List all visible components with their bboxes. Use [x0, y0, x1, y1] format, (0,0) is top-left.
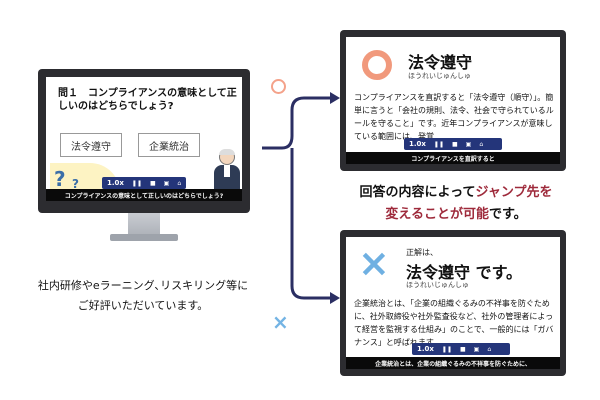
- wrong-answer-screen: × 正解は、 法令遵守 です。 ほうれいじゅんしゅ 企業統治とは、「企業の組織ぐ…: [346, 237, 560, 369]
- quiz-monitor: 問１ コンプライアンスの意味として正しいのはどちらでしょう? 法令遵守 企業統治…: [38, 69, 250, 213]
- home-icon[interactable]: ⌂: [487, 345, 492, 353]
- stop-icon[interactable]: ■: [451, 140, 458, 148]
- home-icon[interactable]: ⌂: [479, 140, 484, 148]
- quiz-screen: 問１ コンプライアンスの意味として正しいのはどちらでしょう? 法令遵守 企業統治…: [46, 77, 242, 201]
- usage-caption-line2: ご好評いただいています。: [77, 299, 209, 312]
- answer-term: 法令遵守: [408, 53, 473, 72]
- video-player-controls: 1.0x ❚❚ ■ ▣ ⌂: [404, 138, 502, 150]
- pause-icon[interactable]: ❚❚: [433, 140, 444, 148]
- choice-b-button[interactable]: 企業統治: [138, 133, 200, 157]
- fullscreen-icon[interactable]: ▣: [163, 179, 170, 187]
- subtitle-caption: コンプライアンスを直訳すると: [346, 152, 560, 164]
- quiz-question: 問１ コンプライアンスの意味として正しいのはどちらでしょう?: [58, 88, 237, 112]
- subtitle-caption: 企業統治とは、企業の組織ぐるみの不祥事を防ぐために、: [346, 357, 560, 369]
- fullscreen-icon[interactable]: ▣: [473, 345, 480, 353]
- playback-speed-button[interactable]: 1.0x: [107, 179, 124, 187]
- jump-description: 回答の内容によってジャンプ先を 変えることが可能です。: [346, 182, 566, 226]
- jump-text-highlight1: ジャンプ先を: [475, 185, 553, 200]
- correct-circle-icon: [271, 79, 286, 94]
- jump-text-part1: 回答の内容によって: [359, 185, 476, 200]
- subtitle-caption: コンプライアンスの意味として正しいのはどちらでしょう?: [46, 189, 242, 201]
- video-player-controls: 1.0x ❚❚ ■ ▣ ⌂: [102, 177, 186, 189]
- fullscreen-icon[interactable]: ▣: [465, 140, 472, 148]
- question-mark-icon: ?: [72, 177, 79, 191]
- answer-explanation: 企業統治とは、「企業の組織ぐるみの不祥事を防ぐために、社外取締役や社外監査役など…: [354, 299, 554, 347]
- correct-answer-screen: 法令遵守 ほうれいじゅんしゅ コンプライアンスを直訳すると「法令遵守（順守）」。…: [346, 37, 560, 164]
- playback-speed-button[interactable]: 1.0x: [409, 140, 426, 148]
- answer-explanation: コンプライアンスを直訳すると「法令遵守（順守）」。簡単に言うと「会社の規則、法令…: [354, 93, 554, 141]
- answer-term-text: 法令遵守: [406, 263, 471, 282]
- home-icon[interactable]: ⌂: [177, 179, 182, 187]
- answer-reading: ほうれいじゅんしゅ: [408, 72, 471, 80]
- jump-text-highlight2: 変えることが可能: [385, 207, 489, 222]
- question-mark-icon: ?: [54, 167, 66, 191]
- wrong-cross-icon: ×: [358, 241, 390, 285]
- jump-text-part2: です。: [488, 207, 527, 222]
- correct-circle-icon: [362, 50, 392, 80]
- usage-caption: 社内研修やeラーニング､リスキリング等に ご好評いただいています。: [20, 276, 266, 316]
- pause-icon[interactable]: ❚❚: [131, 179, 142, 187]
- wrong-cross-icon: ×: [272, 310, 289, 334]
- correct-answer-monitor: 法令遵守 ほうれいじゅんしゅ コンプライアンスを直訳すると「法令遵守（順守）」。…: [340, 30, 566, 171]
- answer-reading: ほうれいじゅんしゅ: [406, 281, 469, 289]
- video-player-controls: 1.0x ❚❚ ■ ▣ ⌂: [412, 343, 510, 355]
- playback-speed-button[interactable]: 1.0x: [417, 345, 434, 353]
- stop-icon[interactable]: ■: [149, 179, 156, 187]
- usage-caption-line1: 社内研修やeラーニング､リスキリング等に: [37, 279, 249, 292]
- answer-term-suffix: です。: [470, 263, 522, 282]
- stop-icon[interactable]: ■: [459, 345, 466, 353]
- wrong-answer-monitor: × 正解は、 法令遵守 です。 ほうれいじゅんしゅ 企業統治とは、「企業の組織ぐ…: [340, 230, 566, 376]
- answer-term: 法令遵守 です。: [406, 259, 522, 283]
- correct-label: 正解は、: [406, 248, 438, 257]
- monitor-base: [110, 234, 178, 241]
- choice-a-button[interactable]: 法令遵守: [60, 133, 122, 157]
- pause-icon[interactable]: ❚❚: [441, 345, 452, 353]
- monitor-stand: [128, 213, 160, 235]
